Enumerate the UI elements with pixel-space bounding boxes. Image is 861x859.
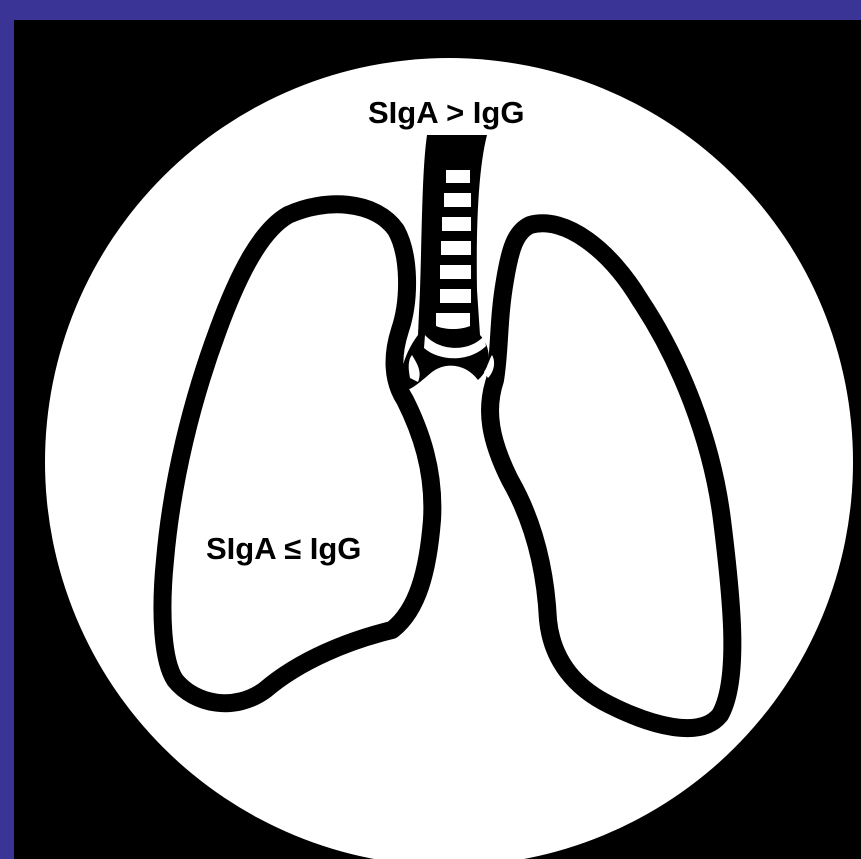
lower-airway-label: SIgA ≤ IgG: [206, 531, 361, 566]
upper-airway-label: SIgA > IgG: [368, 95, 524, 130]
